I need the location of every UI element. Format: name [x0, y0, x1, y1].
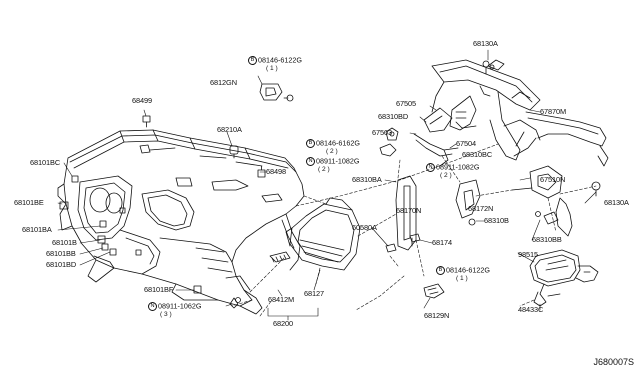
label-68129n: 68129N	[424, 311, 450, 320]
label-68127: 68127	[304, 289, 325, 298]
nut-n-icon: N	[148, 302, 157, 311]
steering-member-drawing	[431, 59, 609, 167]
leader-lines	[57, 49, 597, 321]
label-68170n: 68170N	[396, 206, 422, 215]
glove-box-drawing	[285, 197, 361, 271]
callout-qty: ( 2 )	[326, 148, 338, 155]
nut-n-icon: N	[426, 163, 435, 172]
label-68101bb: 68101BB	[46, 249, 76, 258]
callout-code: 08911-1062G	[158, 301, 202, 311]
label-68412m: 68412M	[268, 295, 295, 304]
callout-qty: ( 1 )	[456, 275, 468, 282]
callout-qty: ( 2 )	[318, 166, 330, 173]
label-68130a-right: 68130A	[604, 198, 629, 207]
instrument-panel-drawing	[57, 129, 305, 315]
label-68174: 68174	[432, 238, 453, 247]
callout-code: 08146-6122G	[258, 55, 302, 65]
dashed-leaders	[231, 143, 597, 317]
label-68130a-top: 68130A	[473, 39, 498, 48]
label-68498: 68498	[266, 167, 287, 176]
label-68101be: 68101BE	[14, 198, 44, 207]
label-68101ba: 68101BA	[22, 225, 52, 234]
callout-code: 08146-6162G	[316, 138, 360, 148]
callout-qty: ( 3 )	[160, 311, 172, 318]
harness-drawing	[379, 107, 477, 167]
label-67510n: 67510N	[540, 175, 566, 184]
label-68101bc: 68101BC	[30, 158, 61, 167]
airbag-module-drawing	[529, 249, 599, 307]
panel-fasteners	[59, 115, 291, 309]
misc-small-parts	[235, 60, 601, 303]
clip-6812gn-drawing	[259, 83, 294, 102]
label-98515: 98515	[518, 250, 539, 259]
bolt-b-icon: B	[306, 139, 315, 148]
label-68172n: 68172N	[468, 204, 494, 213]
label-68310ba: 68310BA	[352, 175, 382, 184]
label-67504: 67504	[456, 139, 477, 148]
label-67505: 67505	[396, 99, 417, 108]
label-68200: 68200	[273, 319, 294, 328]
label-48433c: 48433C	[518, 305, 544, 314]
bolt-b-icon: B	[436, 266, 445, 275]
label-68310bb: 68310BB	[532, 235, 562, 244]
label-67503: 67503	[372, 128, 393, 137]
label-67870m: 67870M	[540, 107, 567, 116]
label-60580a: 60580A	[352, 223, 377, 232]
callout-code: 08911-1082G	[316, 156, 360, 166]
callout-code: 08911-1082G	[436, 162, 480, 172]
callout-qty: ( 1 )	[266, 65, 278, 72]
label-68101b: 68101B	[52, 238, 77, 247]
label-68101bd: 68101BD	[46, 260, 77, 269]
nut-n-icon: N	[306, 157, 315, 166]
label-68210a: 68210A	[217, 125, 242, 134]
diagram-id: J680007S	[593, 357, 634, 367]
callout-code: 08146-6122G	[446, 265, 490, 275]
label-68101bf: 68101BF	[144, 285, 174, 294]
label-6812gn: 6812GN	[210, 78, 237, 87]
label-68310bd: 68310BD	[378, 112, 409, 121]
label-68310bc: 68310BC	[462, 150, 493, 159]
bolt-b-icon: B	[248, 56, 257, 65]
label-68310b: 68310B	[484, 216, 509, 225]
label-68499: 68499	[132, 96, 153, 105]
callout-qty: ( 2 )	[440, 172, 452, 179]
